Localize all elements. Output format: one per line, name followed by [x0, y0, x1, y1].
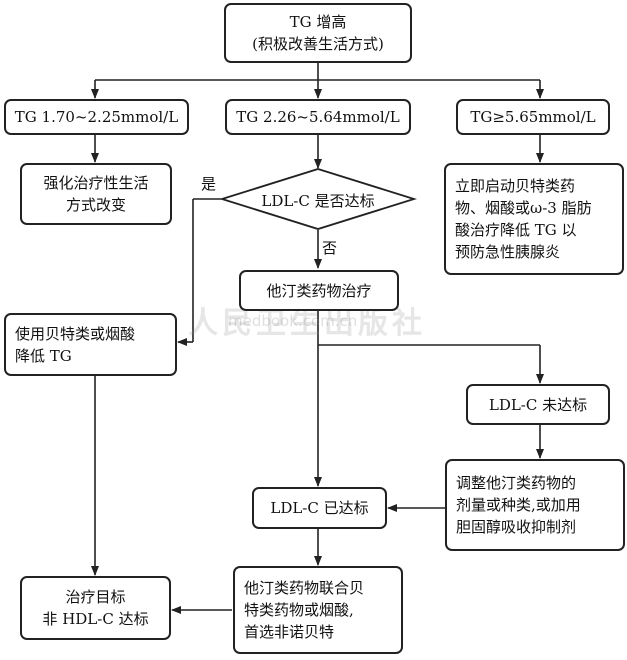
lifestyle-line2: 方式改变: [65, 196, 126, 214]
fibrate-line2: 降低 TG: [15, 346, 72, 365]
ldl-not-met-label: LDL-C 未达标: [488, 395, 588, 414]
immediate-therapy-node: 立即启动贝特类药 物、烟酸或ω-3 脂肪 酸治疗降低 TG 以 预防急性胰腺炎: [444, 163, 624, 275]
immediate-line1: 立即启动贝特类药: [455, 177, 576, 195]
watermark-url: medbook.com.cn: [228, 312, 358, 330]
adjust-node: 调整他汀类药物的 剂量或种类,或加用 胆固醇吸收抑制剂: [445, 459, 625, 551]
branch-middle-label: TG 2.26~5.64mmol/L: [236, 108, 400, 126]
adjust-line2: 剂量或种类,或加用: [456, 496, 581, 514]
goal-line2: 非 HDL-C 达标: [42, 610, 149, 628]
decision-text: LDL-C 是否达标: [261, 191, 375, 210]
lifestyle-line1: 强化治疗性生活: [43, 174, 149, 192]
adjust-line3: 胆固醇吸收抑制剂: [456, 518, 577, 536]
branch-middle: TG 2.26~5.64mmol/L: [225, 99, 411, 135]
fibrate-line1: 使用贝特类或烟酸: [15, 324, 136, 343]
ldl-met-node: LDL-C 已达标: [252, 487, 387, 529]
goal-node: 治疗目标 非 HDL-C 达标: [20, 576, 171, 640]
statin-label: 他汀类药物治疗: [266, 281, 372, 300]
combo-line1: 他汀类药物联合贝: [244, 579, 365, 597]
lifestyle-node: 强化治疗性生活 方式改变: [20, 163, 172, 225]
yes-label: 是: [201, 175, 217, 193]
fibrate-node: 使用贝特类或烟酸 降低 TG: [4, 313, 177, 376]
branch-right: TG≥5.65mmol/L: [456, 99, 610, 135]
immediate-line4: 预防急性胰腺炎: [455, 243, 561, 261]
start-line2: (积极改善生活方式): [252, 35, 384, 53]
combo-line2: 特类药物或烟酸,: [244, 601, 354, 619]
branch-left: TG 1.70~2.25mmol/L: [4, 99, 189, 135]
combo-line3: 首选非诺贝特: [244, 623, 335, 641]
ldl-not-met-node: LDL-C 未达标: [466, 384, 610, 425]
branch-right-label: TG≥5.65mmol/L: [470, 108, 596, 126]
immediate-line3: 酸治疗降低 TG 以: [455, 221, 577, 239]
start-node: TG 增高 (积极改善生活方式): [224, 3, 412, 63]
immediate-line2: 物、烟酸或ω-3 脂肪: [455, 199, 592, 217]
start-line1: TG 增高: [289, 13, 347, 31]
statin-node: 他汀类药物治疗: [239, 270, 399, 311]
no-label: 否: [322, 239, 338, 257]
watermark-text: 人民卫生出版社: [188, 306, 426, 341]
branch-left-label: TG 1.70~2.25mmol/L: [14, 108, 179, 126]
ldl-met-label: LDL-C 已达标: [270, 499, 369, 517]
adjust-line1: 调整他汀类药物的: [456, 474, 577, 492]
combination-therapy-node: 他汀类药物联合贝 特类药物或烟酸, 首选非诺贝特: [233, 566, 403, 654]
decision-diamond: [218, 168, 418, 230]
goal-line1: 治疗目标: [65, 588, 126, 606]
